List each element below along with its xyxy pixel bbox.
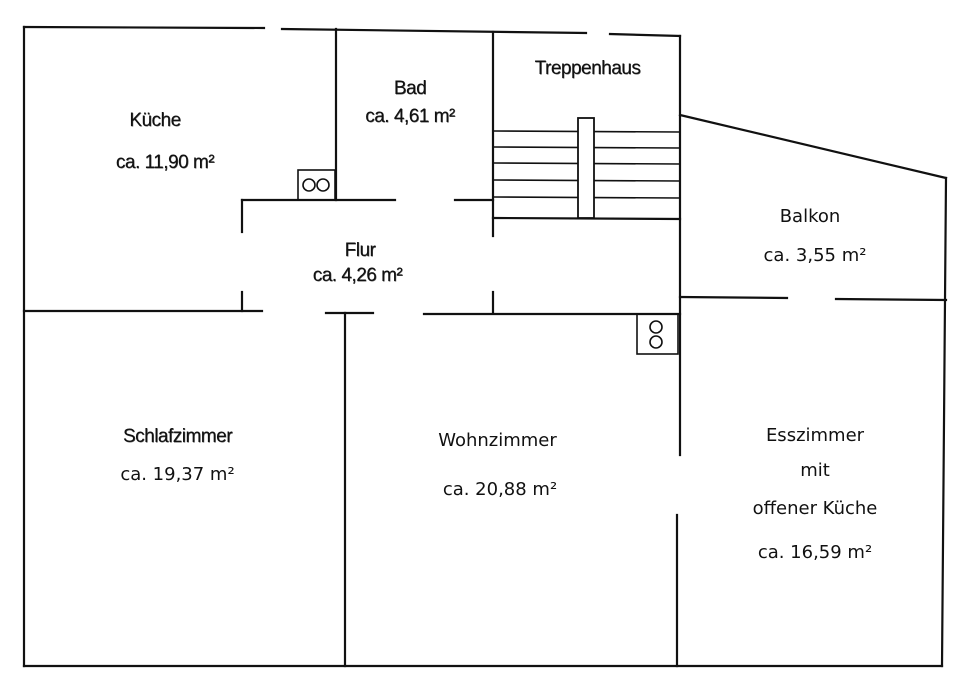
room-label-esszimmer-mit: mit xyxy=(800,460,830,481)
room-label-bad: Bad xyxy=(393,78,427,99)
room-label-kueche: Küche xyxy=(129,110,181,131)
room-area-bad: ca. 4,61 m² xyxy=(365,106,455,127)
room-label-schlafzimmer: Schlafzimmer xyxy=(122,426,233,447)
room-area-wohnzimmer: ca. 20,88 m² xyxy=(442,479,558,500)
room-label-treppenhaus: Treppenhaus xyxy=(534,58,641,79)
stair-post xyxy=(577,117,595,219)
room-area-esszimmer: ca. 16,59 m² xyxy=(757,542,873,563)
room-area-schlafzimmer: ca. 19,37 m² xyxy=(120,464,235,485)
room-label-esszimmer: Esszimmer xyxy=(765,425,865,446)
room-label-wohnzimmer: Wohnzimmer xyxy=(438,430,557,451)
room-label-balkon: Balkon xyxy=(779,206,841,227)
room-area-balkon: ca. 3,55 m² xyxy=(763,245,867,266)
staircase xyxy=(491,117,682,221)
room-area-kueche: ca. 11,90 m² xyxy=(115,152,215,173)
chimney-right xyxy=(636,313,679,355)
room-area-flur: ca. 4,26 m² xyxy=(312,265,403,286)
walls xyxy=(22,25,948,668)
chimney-left xyxy=(297,169,336,201)
room-label-flur: Flur xyxy=(344,240,376,261)
room-label-esszimmer-kueche: offener Küche xyxy=(752,498,878,519)
